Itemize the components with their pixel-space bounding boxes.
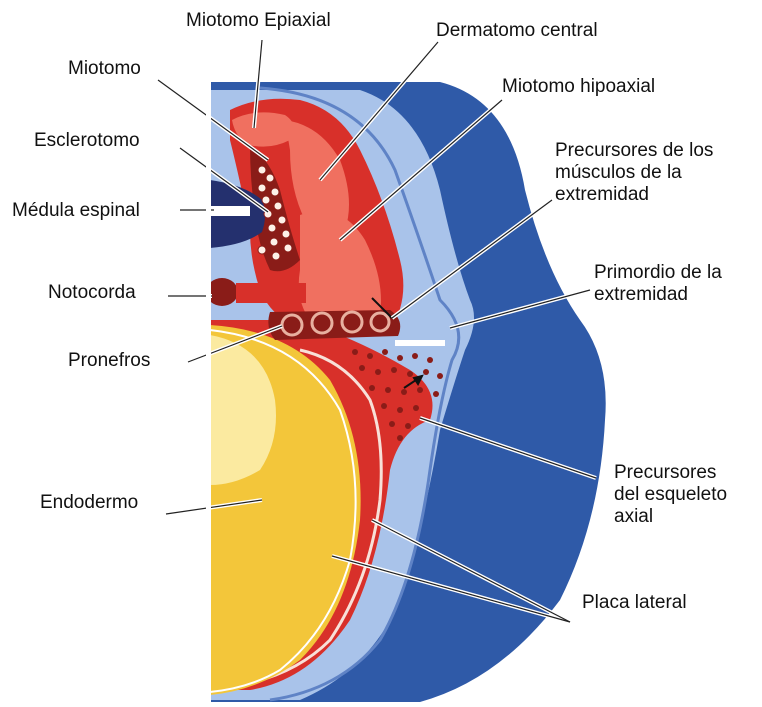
label-precursores-musculos-line1: Precursores de los <box>555 140 713 162</box>
label-miotomo-epiaxial: Miotomo Epiaxial <box>186 10 331 32</box>
label-precursores-esqueleto-line3: axial <box>614 506 727 528</box>
label-precursores-esqueleto-line1: Precursores <box>614 462 727 484</box>
label-precursores-musculos-line3: extremidad <box>555 184 713 206</box>
label-precursores-musculos: Precursores de los músculos de la extrem… <box>555 140 713 206</box>
dorsal-aorta-band <box>236 283 306 303</box>
label-primordio-line1: Primordio de la <box>594 262 722 284</box>
label-precursores-esqueleto: Precursores del esqueleto axial <box>614 462 727 528</box>
label-primordio: Primordio de la extremidad <box>594 262 722 306</box>
label-primordio-line2: extremidad <box>594 284 722 306</box>
label-placa-lateral: Placa lateral <box>582 592 687 614</box>
label-precursores-musculos-line2: músculos de la <box>555 162 713 184</box>
label-esclerotomo: Esclerotomo <box>34 130 140 152</box>
limb-bud-white-band <box>395 340 445 346</box>
label-medula-espinal: Médula espinal <box>12 200 140 222</box>
cut-plane-edge <box>206 80 211 704</box>
label-notocorda: Notocorda <box>48 282 136 304</box>
label-miotomo-hipoaxial: Miotomo hipoaxial <box>502 76 655 98</box>
label-miotomo: Miotomo <box>68 58 141 80</box>
spinal-cord-canal <box>210 206 250 216</box>
label-dermatomo-central: Dermatomo central <box>436 20 598 42</box>
label-pronefros: Pronefros <box>68 350 150 372</box>
label-endodermo: Endodermo <box>40 492 138 514</box>
label-precursores-esqueleto-line2: del esqueleto <box>614 484 727 506</box>
